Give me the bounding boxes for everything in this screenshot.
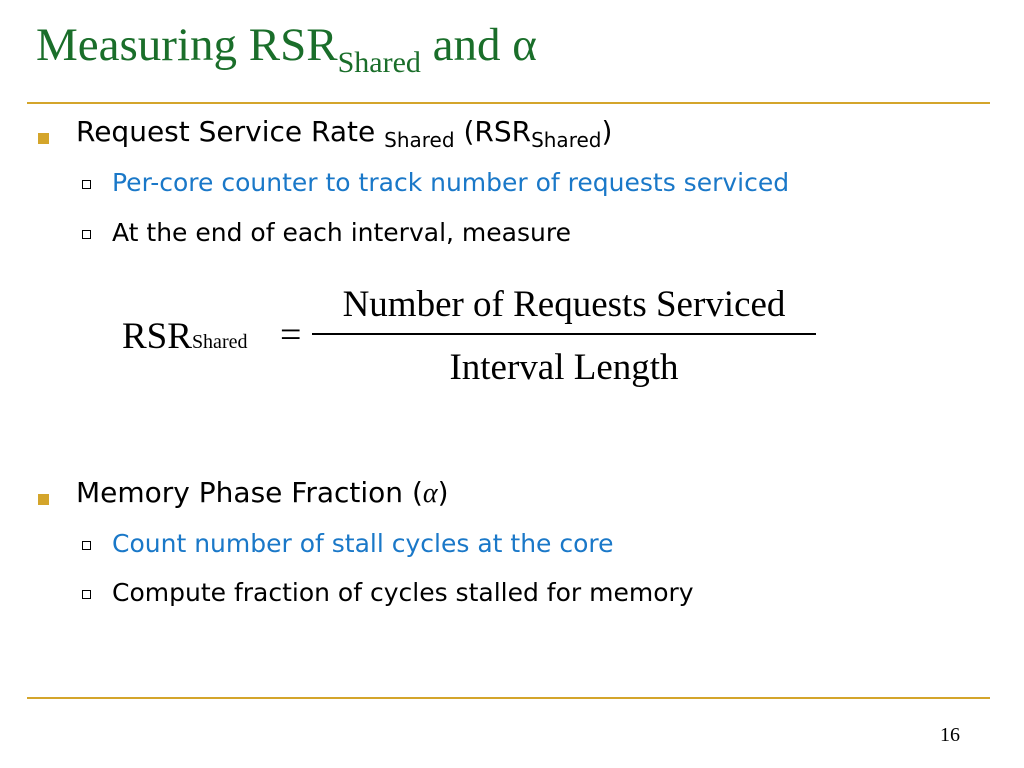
hollow-square-bullet-icon	[82, 590, 91, 599]
bullet-subscript: Shared	[384, 128, 455, 152]
title-rest: and α	[420, 19, 537, 71]
formula-lhs: RSRShared	[122, 315, 247, 358]
bullet-lead: Request Service Rate	[76, 115, 385, 148]
bullet-paren-close: )	[437, 476, 449, 509]
formula-lhs-subscript: Shared	[191, 331, 248, 353]
sub-item-text: At the end of each interval, measure	[112, 218, 571, 247]
page-number: 16	[940, 724, 960, 746]
bullet-square-icon	[38, 133, 49, 144]
bullet-paren-open: (RSR	[454, 115, 532, 148]
bullet-lead: Memory Phase Fraction (	[76, 476, 423, 509]
title-subscript: Shared	[337, 46, 421, 79]
title-main: Measuring RSR	[36, 19, 338, 71]
formula-numerator: Number of Requests Serviced	[342, 284, 786, 325]
bullet-paren-close: )	[601, 115, 613, 148]
slide-title: Measuring RSRShared and α	[36, 22, 537, 78]
hollow-square-bullet-icon	[82, 230, 91, 239]
sub-item-text: Compute fraction of cycles stalled for m…	[112, 578, 694, 607]
fraction-bar	[312, 333, 816, 335]
bullet-text: Memory Phase Fraction (α)	[76, 476, 449, 510]
hollow-square-bullet-icon	[82, 180, 91, 189]
bottom-divider	[27, 697, 990, 699]
formula-equals: =	[280, 314, 302, 356]
bullet-square-icon	[38, 494, 49, 505]
bullet-paren-subscript: Shared	[531, 128, 602, 152]
formula-lhs-main: RSR	[122, 316, 192, 357]
bullet-text: Request Service Rate Shared (RSRShared)	[76, 115, 612, 152]
sub-item-text: Per-core counter to track number of requ…	[112, 168, 790, 197]
sub-item-text: Count number of stall cycles at the core	[112, 529, 614, 558]
hollow-square-bullet-icon	[82, 541, 91, 550]
top-divider	[27, 102, 990, 104]
alpha-symbol: α	[422, 478, 438, 509]
formula-denominator: Interval Length	[449, 347, 679, 388]
